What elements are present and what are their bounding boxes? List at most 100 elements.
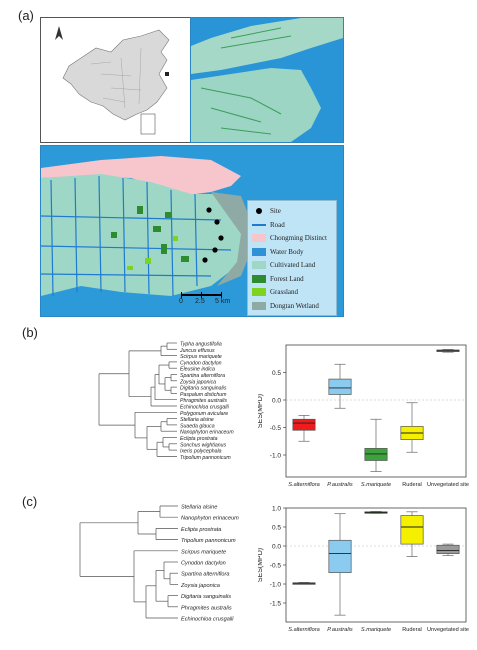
legend-swatch	[252, 261, 266, 270]
tree-taxon-label: Phragmites australis	[180, 398, 227, 404]
legend-swatch	[252, 247, 266, 256]
box-1	[328, 363, 352, 409]
x-tick-label: P.australis	[327, 627, 353, 633]
tree-taxon-label: Nanophyton erinaceum	[180, 430, 234, 436]
legend-item: Site	[252, 205, 281, 217]
box-body	[328, 539, 352, 573]
tree-taxon-label: Ixeris polycephala	[180, 449, 222, 455]
tree-taxon-label: Cynodon dactylon	[180, 360, 222, 366]
legend-swatch	[252, 234, 266, 243]
legend-label: Road	[270, 220, 285, 229]
box-0	[292, 415, 316, 442]
box-0	[292, 582, 316, 585]
legend-item: Dongtan Wetland	[252, 300, 319, 312]
legend-item: Road	[252, 219, 285, 231]
box-3	[400, 511, 424, 557]
y-tick-label: 1.0	[272, 506, 281, 513]
y-tick-label: -0.5	[270, 425, 282, 432]
legend-label: Site	[270, 207, 281, 215]
legend-swatch	[252, 301, 266, 310]
box-body	[292, 418, 316, 431]
legend-item: Cultivated Land	[252, 259, 315, 271]
box-2	[364, 511, 388, 514]
scale-bar: 0 2.5 5 km	[179, 286, 261, 310]
x-tick-label: S.alterniflora	[288, 627, 319, 633]
tree-taxon-label: Cynodon dactylon	[181, 561, 226, 567]
tree-taxon-label: Stellaria alsine	[181, 505, 217, 511]
tree-taxon-label: Eclipta prostrata	[180, 436, 218, 442]
x-tick-label: Unvegetated site	[427, 627, 469, 633]
legend-label: Water Body	[270, 247, 304, 256]
x-tick-label: Unvegetated site	[427, 482, 469, 488]
y-axis-label: SES(MPD)	[258, 394, 264, 428]
scale-label-0: 0	[179, 298, 183, 305]
legend-label: Grassland	[270, 288, 298, 296]
legend-swatch	[252, 274, 266, 283]
tree-taxon-label: Tripolium pannonicum	[181, 538, 236, 544]
y-tick-label: -1.0	[270, 453, 282, 460]
north-arrow-icon	[55, 26, 63, 40]
tree-taxon-label: Echinochloa crusgalli	[180, 405, 230, 411]
tree-taxon-label: Digitaria sanguinalis	[180, 386, 227, 392]
tree-taxon-label: Paspalum distichum	[180, 392, 227, 398]
box-body	[400, 515, 424, 545]
tree-taxon-label: Tripolium pannonicum	[180, 455, 231, 461]
tree-taxon-label: Spartina alterniflora	[180, 373, 225, 379]
tree-taxon-label: Nanophyton erinaceum	[181, 516, 239, 522]
legend-label: Cultivated Land	[270, 261, 316, 269]
y-tick-label: 0.0	[272, 544, 281, 551]
y-tick-label: 0.5	[272, 370, 281, 377]
x-tick-label: S.mariquete	[361, 627, 391, 633]
x-tick-label: Ruderal	[402, 627, 422, 633]
box-1	[328, 513, 352, 616]
panel-label-b: (b)	[22, 325, 38, 340]
tree-taxon-label: Phragmites australis	[181, 605, 232, 611]
tree-taxon-label: Scirpus mariquete	[180, 354, 222, 360]
legend-swatch	[252, 288, 266, 297]
tree-taxon-label: Polygonum aviculare	[180, 411, 228, 417]
box-4	[436, 543, 460, 556]
legend-label: Dongtan Wetland	[270, 301, 319, 310]
tree-taxon-label: Eleusine indica	[180, 367, 215, 373]
tree-taxon-label: Typha angustifolia	[180, 342, 222, 348]
y-tick-label: -0.5	[270, 563, 282, 570]
tree-taxon-label: Sonchus wightianus	[180, 442, 227, 448]
legend-swatch	[256, 208, 262, 215]
y-tick-label: -1.0	[270, 582, 282, 589]
x-tick-label: P.australis	[327, 482, 353, 488]
tree-taxon-label: Digitaria sanguinalis	[181, 594, 231, 600]
x-tick-label: Ruderal	[402, 482, 422, 488]
y-tick-label: 0.0	[272, 398, 281, 405]
tree-taxon-label: Spartina alterniflora	[181, 572, 230, 578]
scale-label-5km: 5 km	[215, 298, 231, 305]
plot-frame	[285, 507, 467, 623]
legend-label: Forest Land	[270, 274, 304, 283]
tree-taxon-label: Suaeda glauca	[180, 423, 215, 429]
tree-taxon-label: Echinochloa crusgalli	[181, 617, 234, 623]
y-axis-label: SES(MPD)	[258, 548, 264, 582]
legend-item: Chongming Distinct	[252, 232, 327, 244]
tree-taxon-label: Zoysia japonica	[179, 379, 216, 385]
y-tick-label: 0.5	[272, 525, 281, 532]
scale-label-2-5: 2.5	[195, 298, 205, 305]
china-map	[40, 17, 191, 143]
tree-taxon-label: Zoysia japonica	[180, 583, 220, 589]
panel-label-c: (c)	[22, 494, 38, 509]
x-tick-label: S.mariquete	[361, 482, 391, 488]
tree-branches	[98, 342, 177, 457]
tree-taxon-label: Juncus effusus	[179, 348, 215, 354]
panel-label-a: (a)	[18, 8, 34, 23]
box-body	[364, 448, 388, 461]
legend-item: Forest Land	[252, 273, 304, 285]
legend-item: Water Body	[252, 246, 303, 258]
y-tick-label: -1.5	[270, 601, 282, 608]
box-3	[400, 402, 424, 453]
tree-taxon-label: Eclipta prostrata	[181, 527, 221, 533]
legend-swatch	[252, 223, 266, 226]
tree-taxon-label: Stellaria alsine	[180, 417, 214, 423]
box-2	[364, 418, 388, 472]
